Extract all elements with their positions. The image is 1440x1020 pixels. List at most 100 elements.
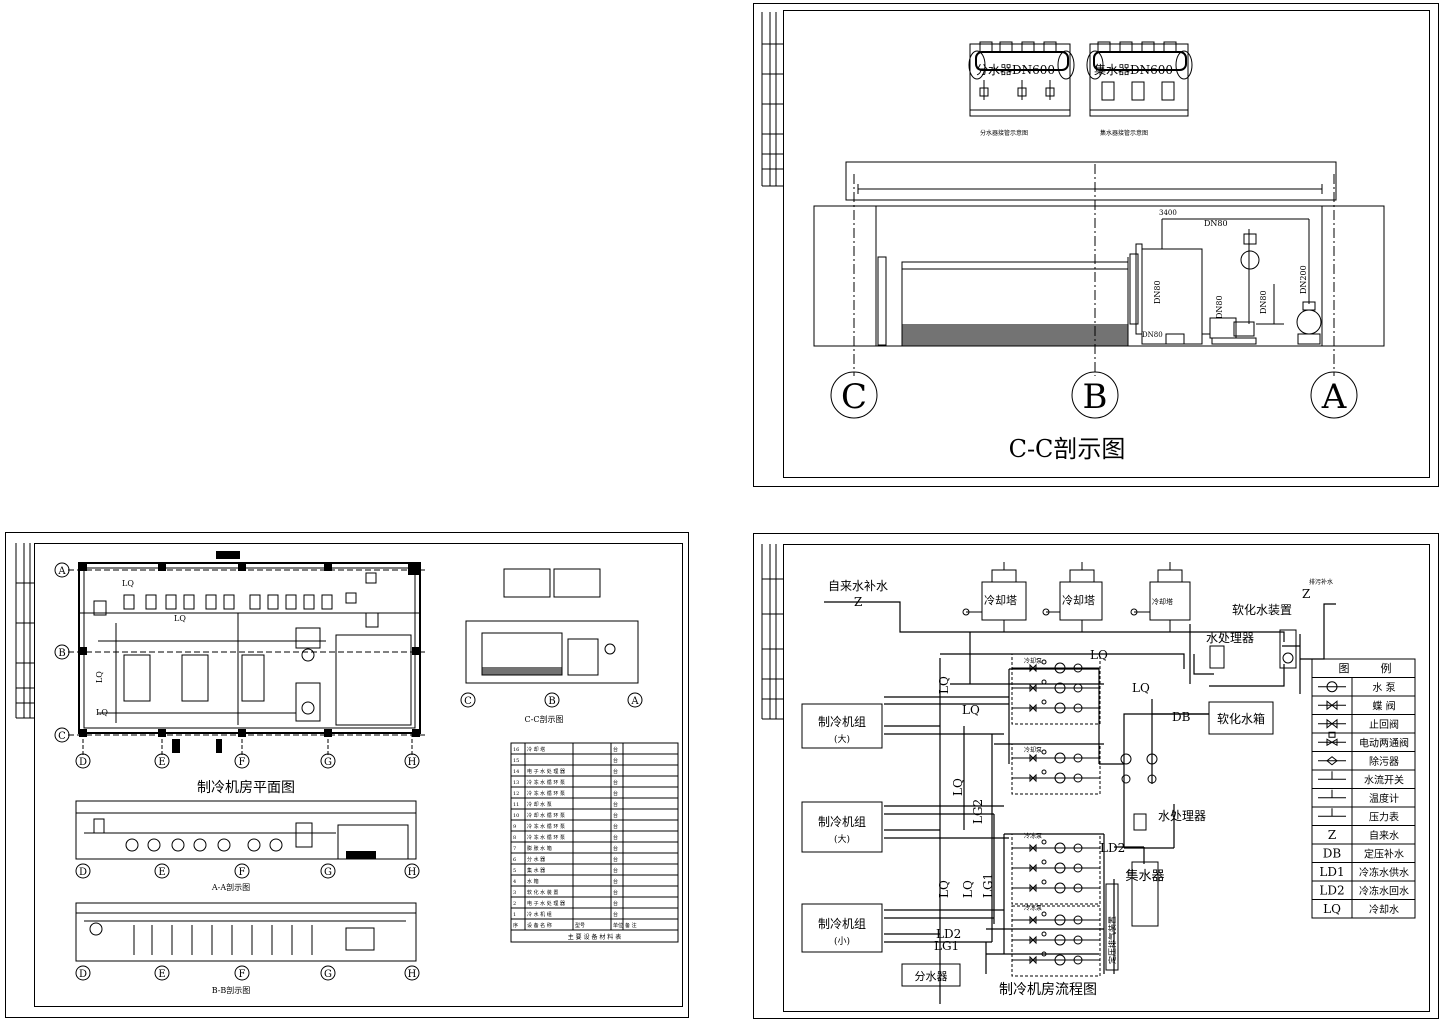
pump-icon (1073, 863, 1083, 873)
bb-title: B-B剖示图 (212, 985, 251, 995)
pipe-tag-ld2: LD2 (1100, 841, 1125, 855)
pipe-label-dn200: DN200 (1299, 265, 1308, 294)
valve-icon (1029, 663, 1037, 673)
legend-header: 图 (1339, 662, 1350, 675)
pipe-tag-lq: LQ (937, 676, 951, 694)
table-cell: 台 (613, 900, 618, 907)
plan-axis-d: D (79, 757, 87, 768)
pipe-tag-lq: LQ (1132, 681, 1150, 695)
cc-title: C-C剖示图 (1009, 435, 1126, 463)
pump-icon (1054, 862, 1066, 874)
pump-icon (1054, 682, 1066, 694)
pump-icon (1073, 883, 1083, 893)
table-cell: 台 (613, 823, 618, 830)
gauge-icon (1041, 931, 1047, 937)
plan-axis-a: A (57, 566, 66, 577)
legend-header: 例 (1381, 661, 1392, 675)
table-cell: 冷 却 塔 (527, 746, 545, 753)
table-cell: 台 (613, 757, 618, 764)
distributor-detail (968, 41, 1075, 117)
table-cell: 冷 水 机 组 (527, 911, 552, 918)
axis-bubble-c (830, 371, 878, 419)
flow-pipes (824, 601, 1336, 1004)
pump-group (1011, 833, 1101, 905)
pump-icon (1073, 663, 1083, 673)
pipe-tag-lq: LQ (122, 579, 134, 588)
pump-icon (1054, 954, 1066, 966)
table-cell: 冷 冻 水 循 环 泵 (527, 790, 565, 797)
elevation-label: 3400 (1159, 209, 1177, 217)
gauge-icon (1041, 769, 1047, 775)
pump-icon (1054, 752, 1066, 764)
legend-symbol: LD1 (1319, 865, 1344, 879)
table-cell: 冷 冻 水 循 环 泵 (527, 834, 565, 841)
chiller-large-2 (801, 801, 883, 853)
pipe-tag-lq: LQ (1090, 648, 1108, 662)
chiller-2-name: 制冷机组 (818, 815, 866, 829)
legend-label: 冷冻水回水 (1359, 884, 1409, 897)
gauge-icon (1041, 911, 1047, 917)
gauge-icon (1041, 839, 1047, 845)
table-cell: 6 (513, 857, 516, 863)
table-cell: 2 (513, 901, 516, 907)
distributor-label: 分水器 (915, 970, 948, 983)
legend-symbol: LQ (1323, 902, 1341, 916)
bb-axis-h: H (408, 969, 417, 980)
softener-device (1209, 629, 1297, 669)
z-tag-2: Z (1302, 587, 1310, 601)
pump-icon (1054, 882, 1066, 894)
sheet-flow-frame (783, 544, 1430, 1012)
flow-drawing: 自来水补水 Z (761, 544, 1416, 1004)
drain-label: 排污补水 (1309, 578, 1333, 586)
distributor-label: 分水器DN600 (976, 63, 1055, 77)
table-cell: 软 化 水 装 置 (527, 889, 558, 896)
table-cell: 4 (513, 879, 516, 885)
legend-symbol: Z (1328, 828, 1336, 842)
pump-icon (1054, 772, 1066, 784)
aa-axis-d: D (79, 867, 87, 878)
table-cell: 台 (613, 834, 618, 841)
table-cell: 台 (613, 812, 618, 819)
legend-label: 止回阀 (1369, 718, 1399, 731)
pump-icon (1073, 955, 1083, 965)
legend-symbol: LD2 (1319, 883, 1344, 897)
pipe-tag-lg1: LG1 (981, 873, 995, 898)
cc-pipe-labels: DN80 3400 DN80 DN80 DN80 DN200 DN80 (1142, 209, 1308, 339)
axis-bubble-b (1071, 371, 1119, 419)
mini-cc-title: C-C剖示图 (525, 714, 564, 724)
pump-icon (1054, 702, 1066, 714)
axis-label-b: B (1083, 377, 1108, 417)
chiller-small (801, 903, 883, 953)
table-cell: 水 箱 (527, 878, 539, 885)
legend-label: 定压补水 (1364, 847, 1404, 860)
sheet-cc-section: 分水器DN600 分水器接管示意图 集水器DN600 集水器接管示意图 (753, 3, 1439, 487)
plan-axis-f: F (239, 757, 246, 768)
table-cell: 设 备 名 称 (527, 922, 552, 929)
plan-building (78, 551, 421, 753)
plan-drawing: LQ LQ LQ LQ A B C D E F G H (15, 543, 679, 995)
valve-icon (1029, 753, 1037, 763)
aa-axis-g: G (324, 867, 332, 878)
valve-icon (1029, 863, 1037, 873)
table-cell: 12 (513, 791, 519, 797)
axis-label-c: C (841, 377, 867, 417)
pump-icon (1054, 662, 1066, 674)
softener-tank (1208, 701, 1274, 735)
pump-icon (1073, 773, 1083, 783)
aa-axis-f: F (239, 867, 246, 878)
table-cell: 1 (513, 912, 516, 918)
aa-axis-h: H (408, 867, 417, 878)
pump-group-label: 冷冻泵 (1024, 832, 1042, 840)
pipe-label-dn80: DN80 (1204, 219, 1228, 228)
table-cell: 膨 胀 水 箱 (527, 845, 552, 852)
table-cell: 单位 (613, 922, 623, 929)
cooling-tower-2 (1042, 562, 1103, 632)
pipe-tags: LQ LQ LQ LQ LQ LQ LQ LG2 LG1 LG1 LD2 LD2 (934, 648, 1150, 953)
table-footer: 主 要 设 备 材 料 表 (568, 933, 621, 941)
pipe-tag-ld2: LD2 (936, 927, 961, 941)
plan-axis-b: B (58, 648, 65, 659)
pump-group (1011, 743, 1101, 795)
table-cell: 集 水 器 (527, 867, 545, 874)
pipe-tag-lq: LQ (96, 708, 108, 717)
tower-label-1: 冷却塔 (984, 594, 1017, 607)
